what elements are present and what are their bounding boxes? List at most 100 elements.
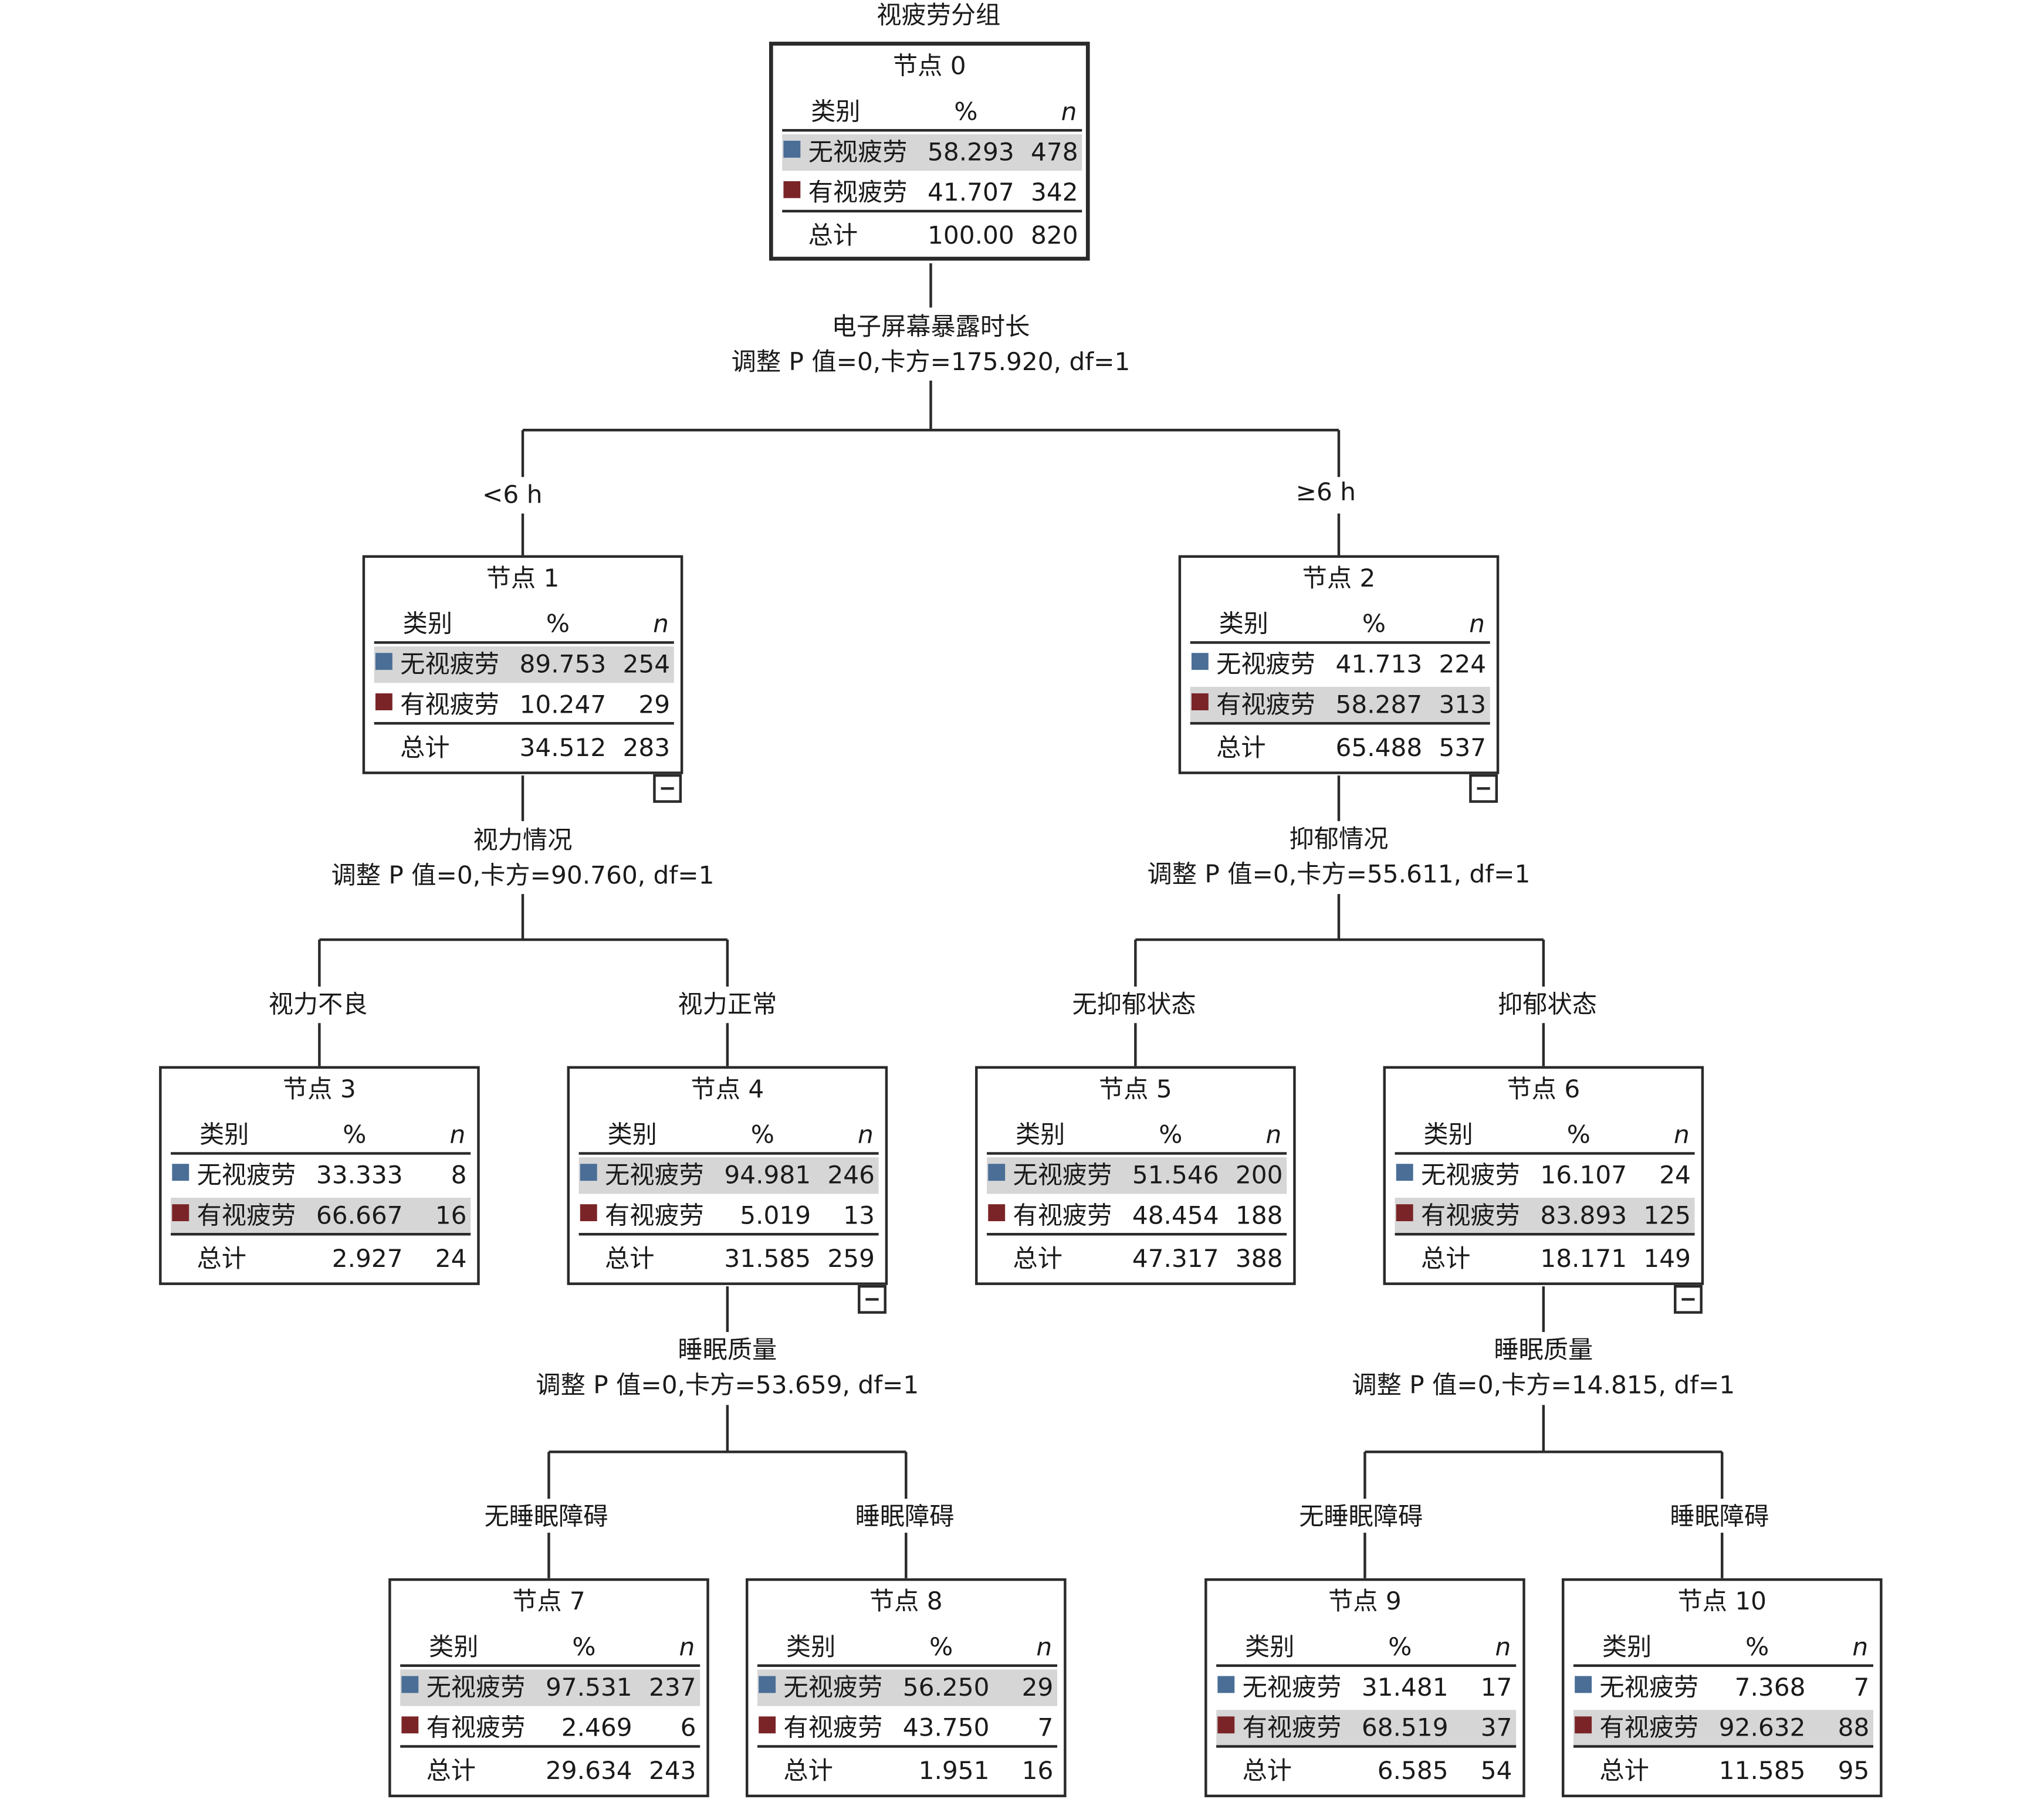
split-label-node-6: 睡眠质量 调整 P 值=0,卡方=14.815, df=1 bbox=[1270, 1333, 1817, 1404]
class-label: 无视疲劳 bbox=[808, 138, 908, 167]
class-n: 13 bbox=[843, 1201, 875, 1231]
header-category: 类别 bbox=[1219, 609, 1269, 639]
class-percent: 56.250 bbox=[902, 1673, 990, 1702]
header-n: n bbox=[857, 1120, 874, 1150]
total-n: 820 bbox=[1031, 221, 1078, 250]
header-percent: % bbox=[1159, 1120, 1183, 1150]
class-n: 478 bbox=[1031, 138, 1078, 167]
collapse-node-4-button[interactable] bbox=[858, 1285, 886, 1314]
node-table-header: 类别%n bbox=[400, 1631, 700, 1667]
node-title: 节点 8 bbox=[869, 1587, 943, 1617]
class-color-swatch-icon bbox=[401, 1676, 419, 1693]
class-label: 无视疲劳 bbox=[426, 1673, 526, 1702]
total-n: 24 bbox=[435, 1245, 467, 1273]
class-color-swatch-icon bbox=[1217, 1676, 1235, 1693]
split-label-node-2: 抑郁情况 调整 P 值=0,卡方=55.611, df=1 bbox=[1065, 822, 1612, 893]
class-label: 有视疲劳 bbox=[1599, 1713, 1699, 1743]
class-n: 224 bbox=[1439, 650, 1487, 679]
class-percent: 43.750 bbox=[902, 1713, 990, 1743]
total-n: 537 bbox=[1439, 733, 1487, 763]
node-table-header: 类别%n bbox=[987, 1118, 1287, 1155]
class-percent: 41.713 bbox=[1335, 650, 1423, 679]
class-color-swatch-icon bbox=[401, 1716, 419, 1734]
split-stats: 调整 P 值=0,卡方=14.815, df=1 bbox=[1352, 1371, 1735, 1400]
total-percent: 2.927 bbox=[331, 1245, 403, 1273]
header-percent: % bbox=[929, 1633, 953, 1662]
class-n: 37 bbox=[1480, 1713, 1512, 1743]
header-category: 类别 bbox=[607, 1120, 657, 1150]
collapse-node-2-button[interactable] bbox=[1469, 774, 1498, 803]
total-label: 总计 bbox=[1216, 733, 1266, 763]
total-label: 总计 bbox=[426, 1757, 476, 1786]
node-title: 节点 1 bbox=[486, 564, 560, 594]
header-category: 类别 bbox=[1015, 1120, 1065, 1150]
node-class-row: 无视疲劳 58.293 478 bbox=[782, 134, 1082, 171]
class-percent: 68.519 bbox=[1361, 1713, 1449, 1743]
node-table-header: 类别%n bbox=[1395, 1118, 1695, 1155]
class-n: 88 bbox=[1837, 1713, 1870, 1743]
collapse-node-6-button[interactable] bbox=[1674, 1285, 1703, 1314]
collapse-node-1-button[interactable] bbox=[653, 774, 682, 803]
split-label-node-0: 电子屏幕暴露时长 调整 P 值=0,卡方=175.920, df=1 bbox=[657, 310, 1204, 381]
class-n: 200 bbox=[1235, 1161, 1283, 1190]
class-color-swatch-icon bbox=[783, 140, 801, 158]
class-n: 16 bbox=[435, 1201, 467, 1231]
class-percent: 48.454 bbox=[1132, 1201, 1219, 1231]
branch-label: 睡眠障碍 bbox=[855, 1502, 955, 1531]
header-category: 类别 bbox=[786, 1633, 836, 1662]
class-label: 有视疲劳 bbox=[605, 1201, 704, 1231]
header-n: n bbox=[1673, 1120, 1690, 1150]
class-label: 无视疲劳 bbox=[605, 1161, 704, 1190]
class-label: 有视疲劳 bbox=[426, 1713, 526, 1743]
branch-label: 视力不良 bbox=[268, 990, 368, 1019]
node-table-header: 类别%n bbox=[757, 1631, 1058, 1667]
node-class-row: 无视疲劳 51.546 200 bbox=[987, 1157, 1287, 1194]
total-n: 95 bbox=[1837, 1757, 1870, 1786]
node-table-header: 类别%n bbox=[578, 1118, 879, 1155]
class-label: 有视疲劳 bbox=[1420, 1201, 1520, 1231]
header-percent: % bbox=[1388, 1633, 1412, 1662]
class-n: 29 bbox=[638, 690, 671, 720]
class-percent: 10.247 bbox=[519, 690, 607, 720]
branch-label: ≥6 h bbox=[1295, 478, 1356, 507]
class-percent: 58.293 bbox=[927, 138, 1014, 167]
class-label: 有视疲劳 bbox=[400, 690, 500, 720]
total-label: 总计 bbox=[400, 733, 450, 763]
total-percent: 31.585 bbox=[724, 1245, 811, 1273]
total-n: 283 bbox=[622, 733, 671, 763]
split-label-node-1: 视力情况 调整 P 值=0,卡方=90.760, df=1 bbox=[249, 824, 796, 894]
class-percent: 41.707 bbox=[927, 178, 1014, 208]
class-label: 无视疲劳 bbox=[197, 1161, 296, 1190]
node-table-header: 类别%n bbox=[1216, 1631, 1517, 1667]
total-label: 总计 bbox=[605, 1245, 655, 1273]
class-color-swatch-icon bbox=[172, 1164, 189, 1181]
class-label: 有视疲劳 bbox=[1216, 690, 1316, 720]
node-title: 节点 2 bbox=[1302, 564, 1376, 594]
class-percent: 66.667 bbox=[316, 1201, 403, 1231]
header-n: n bbox=[449, 1120, 466, 1150]
class-label: 有视疲劳 bbox=[1242, 1713, 1342, 1743]
class-label: 无视疲劳 bbox=[1242, 1673, 1342, 1702]
class-label: 无视疲劳 bbox=[1013, 1161, 1112, 1190]
header-percent: % bbox=[954, 97, 978, 127]
total-label: 总计 bbox=[1599, 1757, 1649, 1786]
class-percent: 51.546 bbox=[1132, 1161, 1219, 1190]
